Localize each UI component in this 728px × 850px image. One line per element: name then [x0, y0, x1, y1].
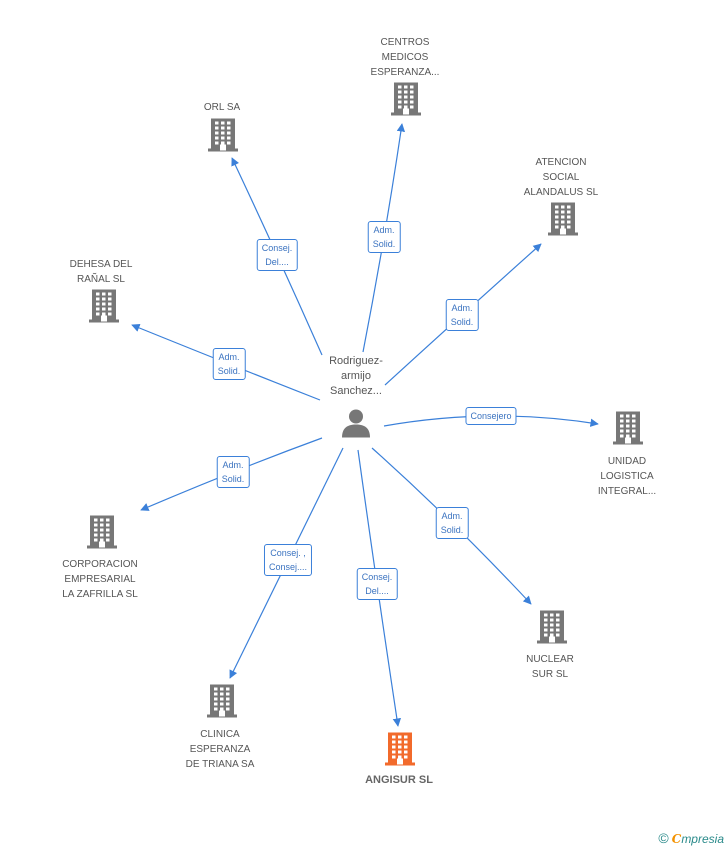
relation-label-line: Solid. — [217, 366, 241, 376]
relation-label-line: Adm. — [373, 225, 395, 235]
relation-label-line: Consejero — [470, 411, 512, 421]
building-icon[interactable] — [384, 732, 416, 771]
building-icon[interactable] — [536, 610, 568, 649]
relation-label-clinica[interactable]: Consej. , Consej.... — [263, 544, 313, 576]
building-icon[interactable] — [207, 118, 239, 157]
company-label-line: LOGISTICA — [600, 471, 654, 482]
brand-footer: ©Cmpresia — [658, 830, 724, 846]
company-label-line: LA ZAFRILLA SL — [62, 589, 138, 600]
relation-label-atencion[interactable]: Adm. Solid. — [445, 299, 479, 331]
relation-label-line: Del.... — [265, 257, 289, 267]
company-label-line: SOCIAL — [542, 172, 580, 183]
company-label-line: ALANDALUS SL — [523, 187, 599, 198]
relation-label-dehesa[interactable]: Adm. Solid. — [212, 348, 246, 380]
company-label-line: EMPRESARIAL — [64, 574, 136, 585]
company-label-line: ATENCION — [535, 157, 587, 168]
company-label-line: CLINICA — [200, 729, 240, 740]
relation-label-line: Adm. — [441, 511, 463, 521]
company-label-line: DE TRIANA SA — [185, 759, 255, 770]
building-icon[interactable] — [390, 82, 422, 121]
company-label-line: CENTROS — [380, 37, 430, 48]
person-name-line: armijo — [341, 370, 371, 382]
company-label-line: CORPORACION — [62, 559, 138, 570]
company-label-line: ESPERANZA... — [370, 67, 440, 78]
brand-initial: C — [671, 832, 682, 846]
company-label-angisur[interactable]: ANGISUR SL — [365, 773, 433, 788]
relation-label-line: Adm. — [451, 303, 473, 313]
relation-label-corporacion[interactable]: Adm. Solid. — [216, 456, 250, 488]
person-name-line: Rodriguez- — [329, 355, 383, 367]
company-label-line: SUR SL — [531, 669, 569, 680]
company-label-dehesa[interactable]: DEHESA DEL RAÑAL SL — [70, 257, 133, 287]
company-label-centros[interactable]: CENTROS MEDICOS ESPERANZA... — [371, 35, 440, 80]
relation-label-orl[interactable]: Consej. Del.... — [256, 239, 298, 271]
building-icon[interactable] — [612, 411, 644, 450]
company-label-line: RAÑAL SL — [77, 274, 125, 285]
relation-label-line: Del.... — [365, 586, 389, 596]
relation-label-line: Solid. — [372, 239, 396, 249]
company-label-line: INTEGRAL... — [597, 486, 657, 497]
relation-label-angisur[interactable]: Consej. Del.... — [356, 568, 398, 600]
relation-label-line: Consej. — [361, 572, 393, 582]
company-label-atencion[interactable]: ATENCION SOCIAL ALANDALUS SL — [524, 155, 598, 200]
company-label-unidad[interactable]: UNIDAD LOGISTICA INTEGRAL... — [598, 454, 656, 499]
building-icon[interactable] — [88, 289, 120, 328]
company-label-line: MEDICOS — [381, 52, 429, 63]
company-label-nuclear[interactable]: NUCLEAR SUR SL — [526, 652, 574, 682]
company-label-line: NUCLEAR — [526, 654, 574, 665]
building-icon[interactable] — [86, 515, 118, 554]
company-label-line: ESPERANZA — [189, 744, 251, 755]
relation-label-line: Solid. — [440, 525, 464, 535]
copyright-symbol: © — [658, 830, 669, 846]
company-label-line: DEHESA DEL — [69, 259, 133, 270]
building-icon[interactable] — [547, 202, 579, 241]
relation-label-centros[interactable]: Adm. Solid. — [367, 221, 401, 253]
company-label-orl[interactable]: ORL SA — [204, 100, 240, 115]
relation-label-unidad[interactable]: Consejero — [465, 407, 517, 425]
company-label-clinica[interactable]: CLINICA ESPERANZA DE TRIANA SA — [186, 727, 255, 772]
relation-label-line: Consej. , — [270, 548, 306, 558]
relation-label-line: Adm. — [218, 352, 240, 362]
company-label-line: UNIDAD — [607, 456, 647, 467]
relation-label-line: Solid. — [450, 317, 474, 327]
relation-label-line: Consej. — [261, 243, 293, 253]
person-icon[interactable] — [341, 408, 371, 443]
building-icon[interactable] — [206, 684, 238, 723]
company-label-line: ANGISUR SL — [365, 774, 433, 786]
company-label-line: ORL SA — [203, 102, 241, 113]
company-label-corporacion[interactable]: CORPORACION EMPRESARIAL LA ZAFRILLA SL — [62, 557, 138, 602]
person-name-line: Sanchez... — [330, 385, 382, 397]
relation-label-nuclear[interactable]: Adm. Solid. — [435, 507, 469, 539]
brand-name: mpresia — [681, 832, 724, 846]
relation-label-line: Adm. — [222, 460, 244, 470]
relation-label-line: Consej.... — [268, 562, 308, 572]
relation-label-line: Solid. — [221, 474, 245, 484]
